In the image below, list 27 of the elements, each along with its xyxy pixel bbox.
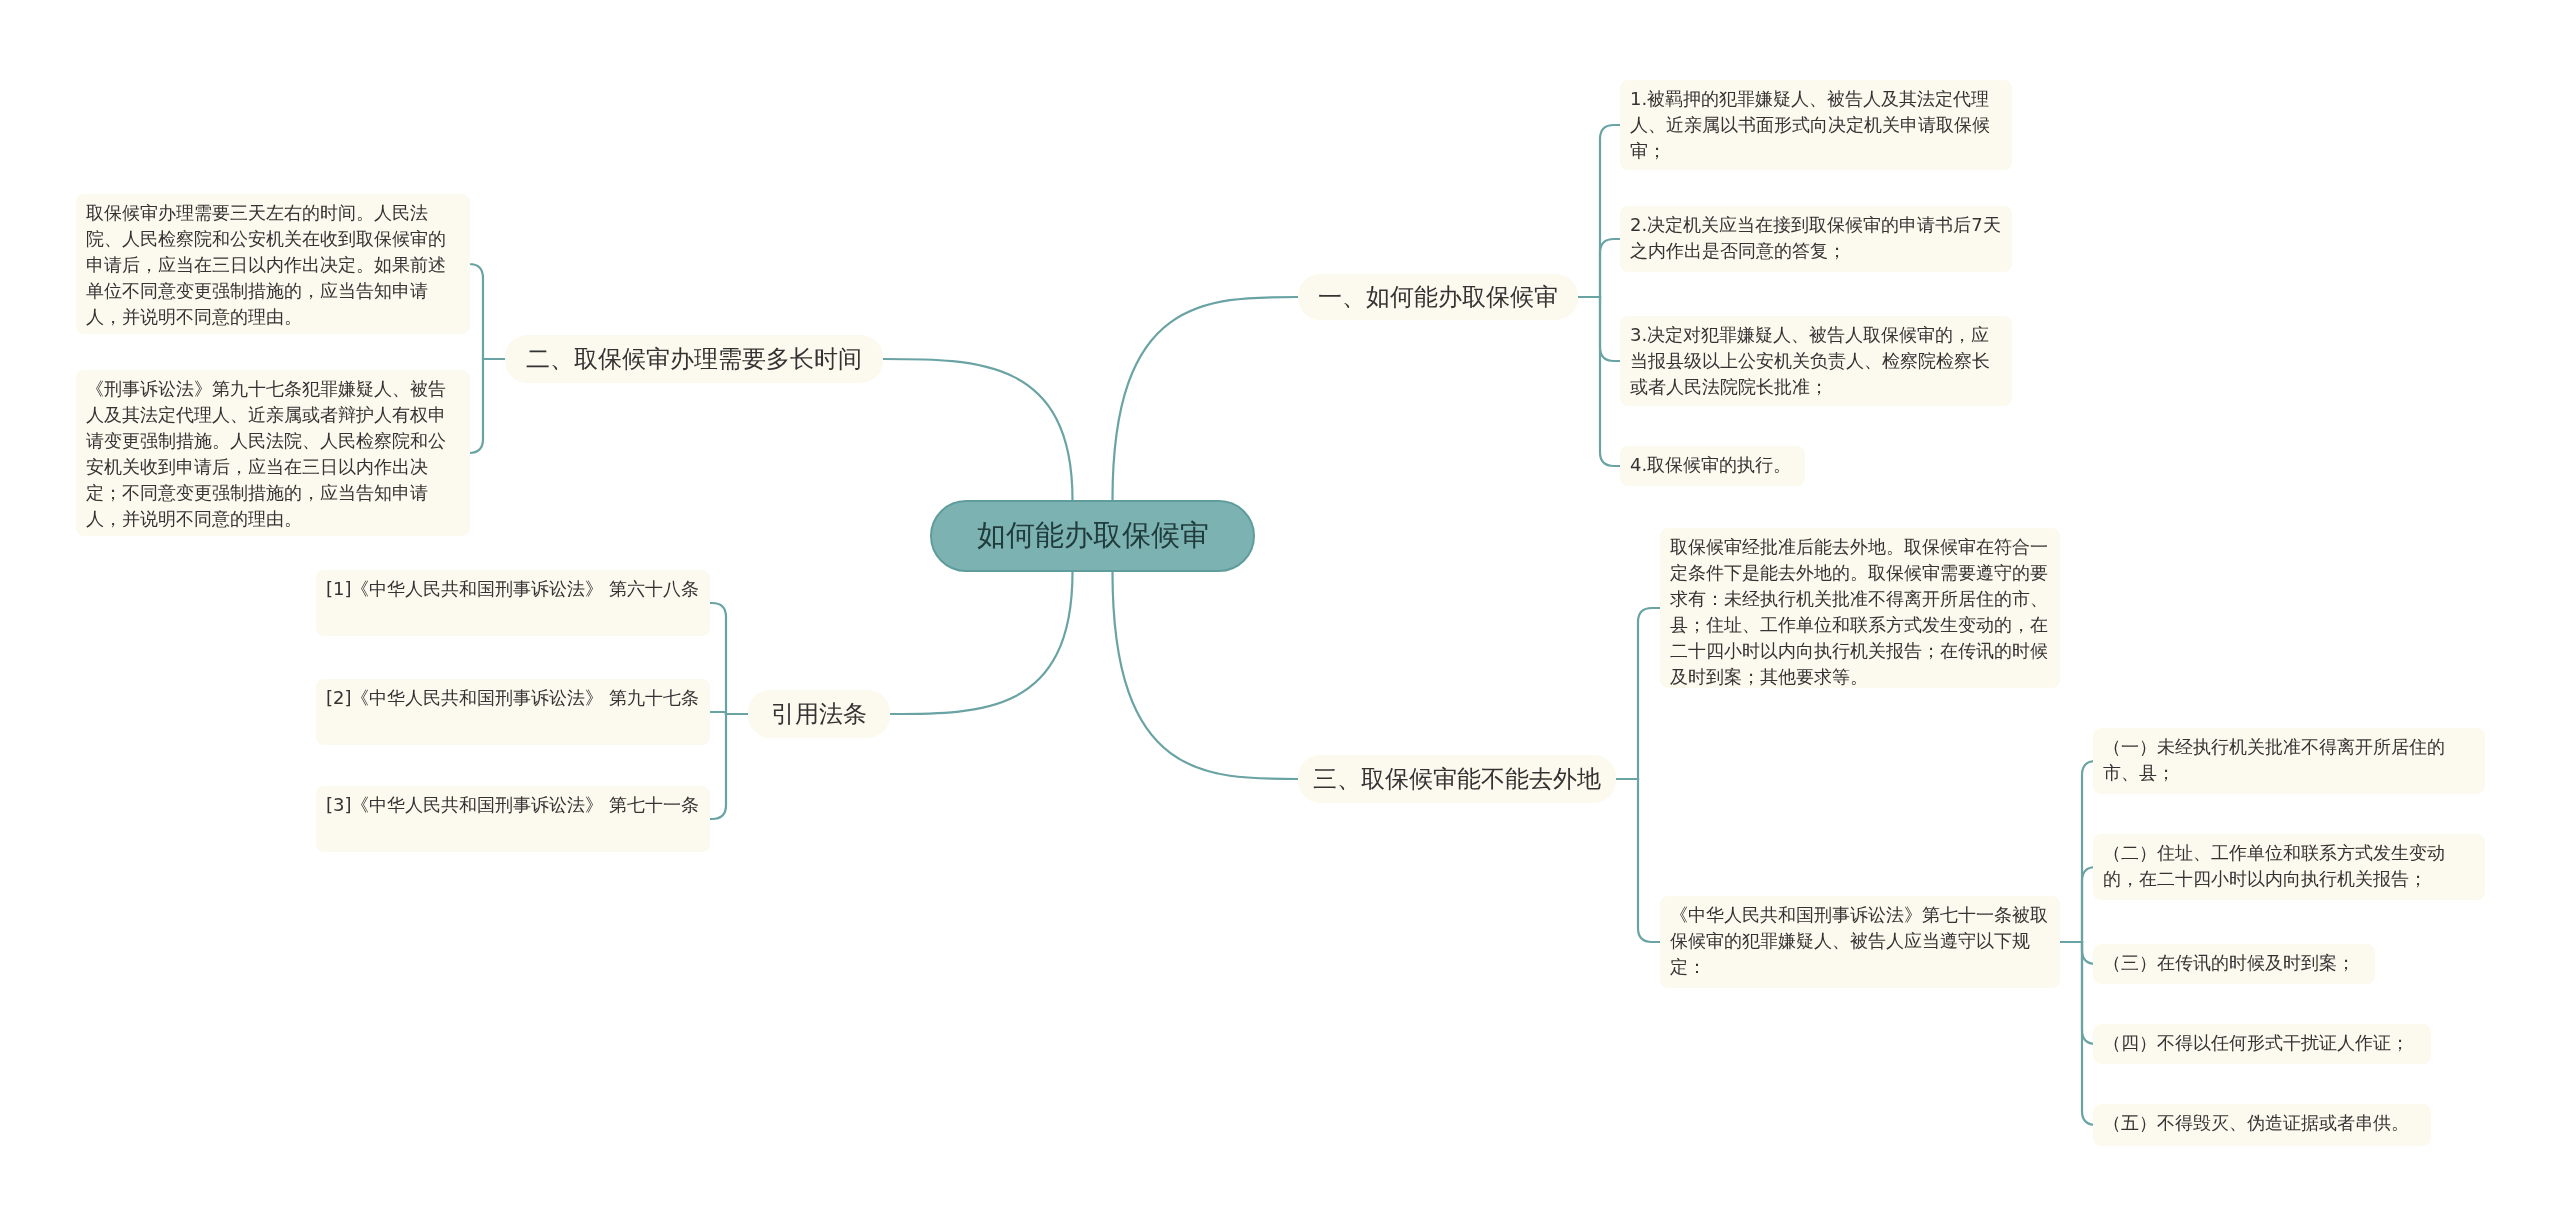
text-card: 3.决定对犯罪嫌疑人、被告人取保候审的，应当报县级以上公安机关负责人、检察院检察长或者人民法院院长批准；: [1620, 316, 2012, 406]
text-card: 取保候审经批准后能去外地。取保候审在符合一定条件下是能去外地的。取保候审需要遵守的要求有：未经执行机关批准不得离开所居住的市、县；住址、工作单位和联系方式发生变动的，在二十四小时以内向执行机关报告；在传讯的时候及时到案；其他要求等。: [1660, 528, 2060, 688]
topic-box: 三、取保候审能不能去外地: [1298, 755, 1616, 803]
text-card: 《中华人民共和国刑事诉讼法》第七十一条被取保候审的犯罪嫌疑人、被告人应当遵守以下规定：: [1660, 896, 2060, 988]
text-card: （二）住址、工作单位和联系方式发生变动的，在二十四小时以内向执行机关报告；: [2093, 834, 2485, 900]
text-card: [1]《中华人民共和国刑事诉讼法》 第六十八条: [316, 570, 710, 636]
text-card: 2.决定机关应当在接到取保候审的申请书后7天之内作出是否同意的答复；: [1620, 206, 2012, 272]
text-card: [3]《中华人民共和国刑事诉讼法》 第七十一条: [316, 786, 710, 852]
connector-line: [1111, 571, 1298, 781]
connector-line: [1616, 777, 1660, 944]
text-card: （五）不得毁灭、伪造证据或者串供。: [2093, 1104, 2431, 1146]
text-card: （四）不得以任何形式干扰证人作证；: [2093, 1024, 2431, 1064]
topic-box: 引用法条: [748, 690, 890, 738]
central-topic: 如何能办取保候审: [930, 500, 1255, 572]
text-card: 取保候审办理需要三天左右的时间。人民法院、人民检察院和公安机关在收到取保候审的申请后，应当在三日以内作出决定。如果前述单位不同意变更强制措施的，应当告知申请人，并说明不同意的理由。: [76, 194, 470, 334]
topic-box: 二、取保候审办理需要多长时间: [505, 335, 883, 383]
text-card: 《刑事诉讼法》第九十七条犯罪嫌疑人、被告人及其法定代理人、近亲属或者辩护人有权申请变更强制措施。人民法院、人民检察院和公安机关收到申请后，应当在三日以内作出决定；不同意变更强制措施的，应当告知申请人，并说明不同意的理由。: [76, 370, 470, 536]
text-card: （一）未经执行机关批准不得离开所居住的市、县；: [2093, 728, 2485, 794]
topic-box: 一、如何能办取保候审: [1298, 274, 1578, 320]
text-card: 4.取保候审的执行。: [1620, 446, 1805, 486]
connector-line: [883, 357, 1074, 501]
text-card: （三）在传讯的时候及时到案；: [2093, 944, 2375, 984]
connector-line: [890, 571, 1074, 716]
connector-line: [1111, 295, 1298, 501]
text-card: [2]《中华人民共和国刑事诉讼法》 第九十七条: [316, 679, 710, 745]
connector-line: [710, 712, 748, 821]
text-card: 1.被羁押的犯罪嫌疑人、被告人及其法定代理人、近亲属以书面形式向决定机关申请取保候审；: [1620, 80, 2012, 170]
